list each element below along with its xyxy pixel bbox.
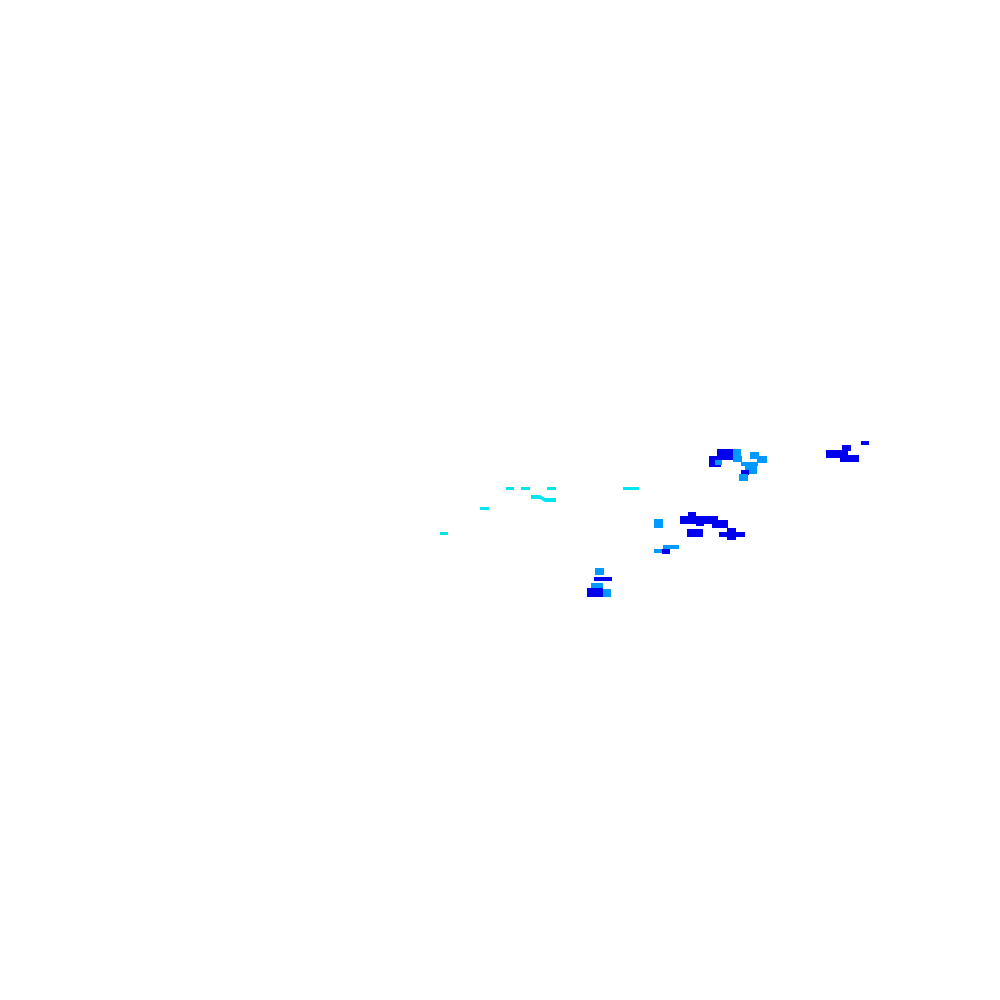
precip-cell bbox=[654, 549, 663, 553]
precip-cell bbox=[521, 487, 530, 490]
precip-cell bbox=[826, 450, 848, 458]
precip-cell bbox=[688, 512, 696, 518]
precip-cell bbox=[680, 516, 718, 524]
western-streaks bbox=[440, 487, 639, 535]
precip-cell bbox=[717, 449, 734, 460]
precip-cell bbox=[595, 568, 604, 575]
precip-cell bbox=[741, 462, 758, 466]
precip-cell bbox=[480, 507, 489, 510]
precip-cell bbox=[842, 445, 851, 451]
southern-cluster bbox=[587, 568, 612, 597]
precip-cell bbox=[663, 545, 679, 549]
precip-cell bbox=[662, 549, 670, 554]
precip-cell bbox=[861, 441, 869, 445]
precip-cell bbox=[739, 474, 748, 481]
precip-streak bbox=[531, 495, 556, 502]
northeast-cluster bbox=[709, 449, 767, 481]
precip-cell bbox=[712, 520, 728, 528]
precip-cell bbox=[715, 460, 722, 465]
precip-cell bbox=[440, 532, 448, 535]
precip-cell bbox=[840, 455, 859, 462]
precip-cell bbox=[594, 577, 612, 581]
precip-cell bbox=[750, 452, 759, 459]
precip-cell bbox=[733, 449, 741, 456]
precip-cell bbox=[727, 528, 736, 540]
precip-cell bbox=[506, 487, 514, 490]
precip-cell bbox=[654, 519, 663, 528]
precip-cell bbox=[757, 456, 767, 463]
precip-cell bbox=[587, 588, 603, 597]
precip-cell bbox=[745, 466, 757, 474]
precip-cell bbox=[623, 487, 639, 490]
precip-cell bbox=[603, 589, 611, 597]
center-cluster bbox=[654, 512, 745, 554]
precip-cell bbox=[687, 529, 703, 537]
east-cluster bbox=[826, 441, 869, 462]
precip-cell bbox=[696, 521, 704, 526]
precip-cell bbox=[591, 583, 603, 588]
precip-cell bbox=[741, 470, 749, 475]
precip-cell bbox=[733, 456, 742, 462]
precip-cell bbox=[547, 487, 556, 490]
